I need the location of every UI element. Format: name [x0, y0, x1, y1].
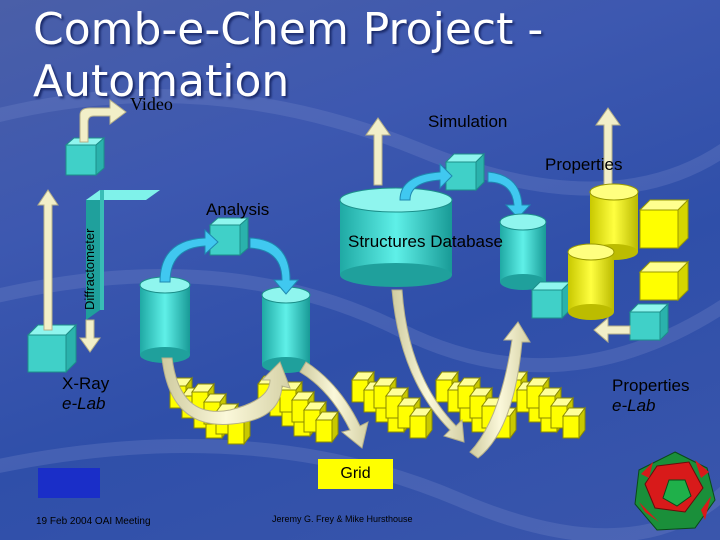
grid-cube — [562, 406, 586, 440]
cylinder-right — [499, 213, 547, 290]
grid-cube — [397, 396, 421, 430]
xray-up-arrow — [37, 189, 59, 331]
grid-cube — [315, 410, 339, 444]
analysis-arrow-out — [249, 237, 300, 295]
diffractometer-down-arrow — [79, 319, 101, 353]
grid-cube — [409, 406, 433, 440]
cylinder-middle — [261, 286, 311, 373]
grid-arrow-left — [161, 357, 291, 425]
label-properties-elab-line1: Properties — [612, 376, 690, 395]
cylinder-left — [139, 276, 191, 363]
simulation-cube — [444, 152, 486, 192]
label-xray-line2: e-Lab — [62, 394, 106, 413]
video-arrow — [79, 99, 127, 143]
analysis-cube — [208, 216, 250, 257]
footer-left: 19 Feb 2004 OAI Meeting — [36, 516, 151, 527]
simulation-arrow-out — [487, 171, 532, 219]
footer-center: Jeremy G. Frey & Mike Hursthouse — [272, 514, 413, 524]
structures-database-cylinder — [339, 187, 453, 287]
label-structures-database: Structures Database — [348, 232, 503, 251]
grid-cube-rows — [169, 370, 586, 446]
yellow-cube-lower — [638, 260, 690, 302]
teal-cube-mid-right — [530, 280, 572, 320]
video-cube — [64, 136, 106, 177]
simulation-up-arrow — [365, 117, 391, 186]
yellow-cylinder-front — [567, 243, 615, 320]
label-grid: Grid — [340, 465, 371, 482]
grid-label-box: Grid — [318, 459, 393, 489]
label-properties: Properties — [545, 155, 623, 174]
molecule-logo — [634, 451, 716, 531]
xray-cube — [26, 323, 78, 374]
blue-block — [38, 468, 100, 498]
label-video: Video — [130, 94, 173, 114]
grid-arrow-right — [469, 321, 531, 459]
label-properties-elab-line2: e-Lab — [612, 396, 656, 415]
grid-arrow-db — [391, 289, 465, 443]
yellow-cube-upper — [638, 198, 690, 250]
properties-cube-arrow — [593, 316, 631, 344]
label-analysis: Analysis — [206, 200, 270, 219]
diffractometer-panel — [86, 190, 160, 320]
label-xray-elab: X-Ray e-Lab — [62, 374, 109, 414]
properties-lab-cube — [628, 302, 670, 342]
slide-title: Comb-e-Chem Project - Automation — [33, 4, 544, 107]
grid-arrow-center — [299, 361, 369, 449]
analysis-arrow-in — [159, 228, 219, 283]
label-xray-line1: X-Ray — [62, 374, 110, 393]
label-diffractometer: Diffractometer — [82, 228, 97, 310]
label-simulation: Simulation — [428, 112, 508, 131]
simulation-arrow-in — [399, 162, 453, 201]
label-properties-elab: Properties e-Lab — [612, 376, 689, 416]
